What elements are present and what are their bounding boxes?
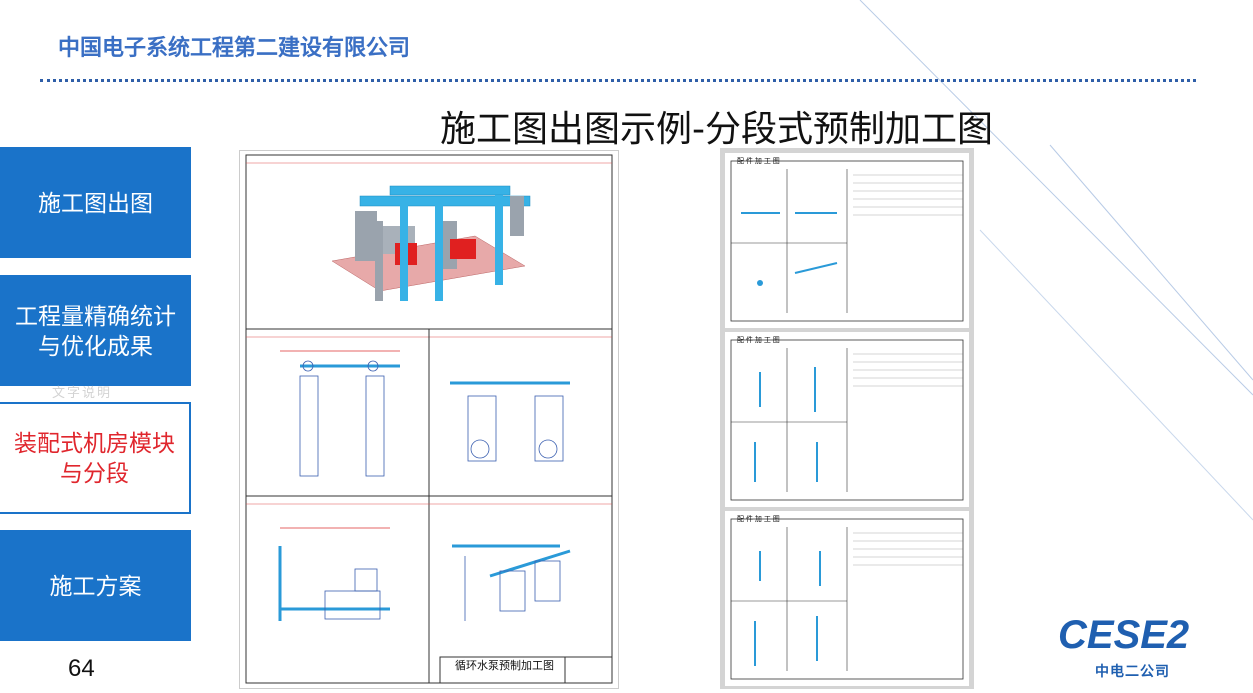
menu-item-quantity-statistics[interactable]: 工程量精确统计 与优化成果 xyxy=(0,275,191,386)
menu-item-construction-plan[interactable]: 施工方案 xyxy=(0,530,191,641)
drawing-canvas: 循环水泵预制加工图 xyxy=(245,154,613,684)
side-elevation-view xyxy=(450,381,570,462)
drawing-title-block: 循环水泵预制加工图 xyxy=(455,659,554,672)
fitting-drawing-sheet-3: 配 件 加 工 图 xyxy=(725,511,969,686)
menu-item-construction-drawings[interactable]: 施工图出图 xyxy=(0,147,191,258)
company-logo: CESE2 xyxy=(1056,612,1202,662)
menu-item-label: 施工方案 xyxy=(49,572,142,599)
header-divider xyxy=(40,79,1196,82)
fitting-drawing-sheet-2: 配 件 加 工 图 xyxy=(725,332,969,507)
menu-item-label: 工程量精确统计 与优化成果 xyxy=(15,302,176,359)
logo-mark: CESE2 xyxy=(1058,613,1189,657)
menu-item-modular-plant-room[interactable]: 装配式机房模块 与分段 xyxy=(0,402,191,514)
page-number: 64 xyxy=(68,655,95,682)
logo-caption: 中电二公司 xyxy=(1095,663,1170,679)
sheet-header: 配 件 加 工 图 xyxy=(737,514,780,523)
front-elevation-view xyxy=(280,350,400,477)
fitting-drawings-column: 配 件 加 工 图 配 件 加 工 图 配 件 加 工 图 xyxy=(720,148,974,689)
slide-title: 施工图出图示例-分段式预制加工图 xyxy=(440,109,993,150)
pump-prefab-drawing: 循环水泵预制加工图 xyxy=(240,151,618,688)
sheet-header: 配 件 加 工 图 xyxy=(737,156,780,165)
menu-item-label: 施工图出图 xyxy=(38,189,153,216)
isometric-line-view xyxy=(452,544,571,621)
fitting-drawing-sheet-1: 配 件 加 工 图 xyxy=(725,153,969,328)
ghost-text: 文字说明 xyxy=(52,385,113,400)
company-name: 中国电子系统工程第二建设有限公司 xyxy=(58,35,411,60)
sheet-header: 配 件 加 工 图 xyxy=(737,335,780,344)
menu-item-label: 装配式机房模块 与分段 xyxy=(14,430,175,486)
plan-view xyxy=(278,527,390,621)
isometric-equipment-view xyxy=(331,185,531,301)
